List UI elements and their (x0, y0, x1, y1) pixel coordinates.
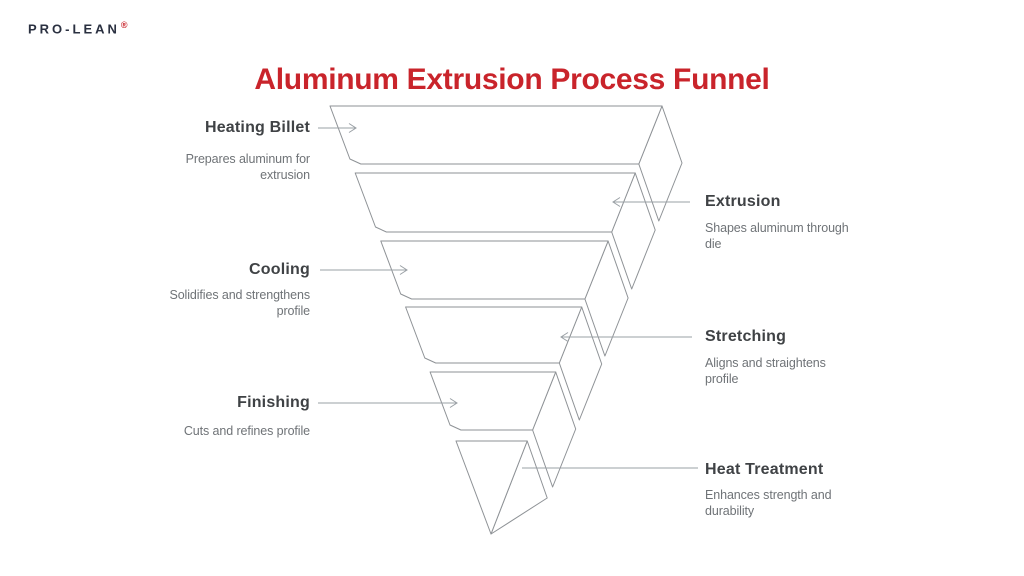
segment-front-face (405, 306, 583, 364)
segment-front-face (354, 172, 636, 233)
step-description-line: profile (705, 371, 739, 386)
leader-heating-billet (318, 123, 357, 133)
pro-lean-logo: PRO-LEAN® (28, 20, 128, 36)
step-description-line: Shapes aluminum through (705, 221, 849, 235)
registered-trademark-icon: ® (120, 20, 128, 30)
leader-cooling (320, 265, 408, 275)
leader-extrusion (612, 197, 690, 207)
step-title: Finishing (237, 394, 310, 411)
page-title: Aluminum Extrusion Process Funnel (254, 63, 770, 97)
step-title: Extrusion (705, 193, 781, 210)
step-description-line: Enhances strength and (705, 488, 832, 502)
arrowhead-right-icon (348, 123, 357, 133)
arrowhead-left-icon (612, 197, 621, 207)
step-description: Enhances strength and durability (705, 488, 945, 519)
step-description: Solidifies and strengthens profile (80, 288, 310, 319)
step-title: Stretching (705, 328, 787, 345)
step-description-line: Prepares aluminum for (185, 152, 310, 166)
leader-finishing (318, 398, 458, 408)
arrowhead-right-icon (449, 398, 458, 408)
label-heat-treatment: Heat Treatment Enhances strength and dur… (705, 459, 945, 518)
step-description-line: die (705, 236, 722, 251)
label-heating-billet: Heating Billet Prepares aluminum for ext… (80, 117, 310, 182)
logo-text: PRO-LEAN (28, 21, 120, 37)
step-title: Cooling (249, 261, 310, 278)
funnel-segment-heat-treatment (455, 440, 548, 535)
step-description-line: Cuts and refines profile (183, 424, 310, 438)
step-description-line: Aligns and straightens (705, 356, 826, 370)
funnel-segment-stretching (405, 306, 603, 421)
step-description-line: profile (276, 303, 310, 318)
label-extrusion: Extrusion Shapes aluminum through die (705, 191, 945, 251)
step-title: Heat Treatment (705, 461, 824, 478)
funnel-segment-heating-billet (329, 105, 683, 222)
segment-front-face (380, 240, 609, 300)
label-stretching: Stretching Aligns and straightens profil… (705, 326, 945, 386)
segment-front-face (329, 105, 663, 165)
label-cooling: Cooling Solidifies and strengthens profi… (80, 259, 310, 318)
leader-stretching (560, 332, 692, 342)
arrowhead-right-icon (399, 265, 408, 275)
step-description: Prepares aluminum for extrusion (80, 152, 310, 183)
segment-front-face (429, 371, 557, 431)
funnel-segment-finishing (429, 371, 577, 488)
step-description-line: Solidifies and strengthens (169, 288, 310, 302)
step-description: Aligns and straightens profile (705, 356, 945, 387)
step-description-line: extrusion (260, 167, 310, 182)
step-description: Cuts and refines profile (80, 424, 310, 440)
label-finishing: Finishing Cuts and refines profile (80, 392, 310, 438)
funnel-segment-cooling (380, 240, 629, 357)
step-description: Shapes aluminum through die (705, 221, 945, 252)
step-title: Heating Billet (204, 119, 310, 136)
arrowhead-left-icon (560, 332, 569, 342)
step-description-line: durability (705, 503, 755, 518)
segment-front-face (455, 440, 528, 535)
